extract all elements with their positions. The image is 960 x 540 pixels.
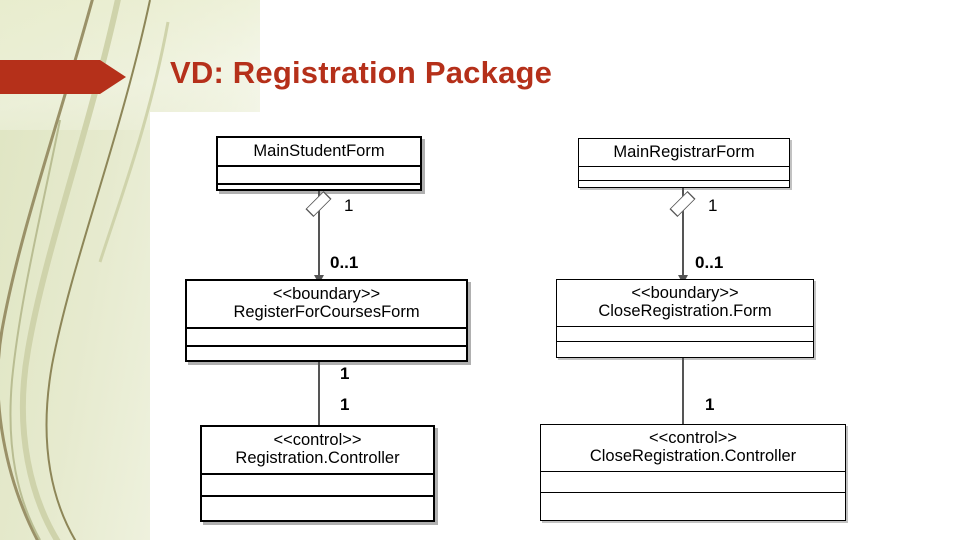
- class-box-register-for-courses-form[interactable]: <<boundary>> RegisterForCoursesForm: [185, 279, 468, 362]
- class-stereotype-boundary: <<boundary>>: [631, 284, 739, 302]
- class-name-text: Registration.Controller: [235, 449, 400, 468]
- class-name-main-registrar-form: MainRegistrarForm: [613, 143, 755, 161]
- class-attributes-compartment: [541, 472, 845, 492]
- class-name-close-registration-form: <<boundary>> CloseRegistration.Form: [557, 280, 813, 326]
- multiplicity-right-b-source: 1: [705, 395, 715, 414]
- class-operations-compartment: [557, 342, 813, 356]
- class-separator: [218, 183, 420, 186]
- class-separator: [218, 165, 420, 168]
- class-attributes-compartment: [187, 329, 466, 345]
- association-line-left-b: [318, 362, 320, 427]
- multiplicity-left-a-source: 1: [344, 196, 354, 215]
- class-box-main-registrar-form[interactable]: MainRegistrarForm: [578, 138, 790, 188]
- class-operations-compartment: [541, 493, 845, 513]
- class-separator: [202, 494, 433, 497]
- multiplicity-right-a-source: 1: [708, 196, 718, 215]
- class-operations-compartment: [202, 497, 433, 517]
- association-line-right-a: [682, 188, 684, 283]
- red-arrow-bullet-icon: [0, 60, 126, 94]
- class-separator: [579, 180, 789, 182]
- uml-class-diagram: MainStudentForm 1 0..1 <<boundary>> Regi…: [150, 112, 890, 540]
- class-separator: [557, 340, 813, 342]
- class-separator: [541, 491, 845, 493]
- association-line-right-b: [682, 358, 684, 425]
- class-name-text: CloseRegistration.Form: [598, 302, 772, 321]
- class-operations-compartment: [187, 347, 466, 363]
- class-name-register-for-courses-form: <<boundary>> RegisterForCoursesForm: [187, 281, 466, 327]
- class-attributes-compartment: [579, 167, 789, 180]
- association-line-left-a: [318, 191, 320, 283]
- multiplicity-left-b-source: 1: [340, 364, 350, 383]
- class-stereotype-control: <<control>>: [648, 429, 738, 447]
- class-box-close-registration-form[interactable]: <<boundary>> CloseRegistration.Form: [556, 279, 814, 358]
- class-separator: [557, 325, 813, 327]
- class-attributes-compartment: [557, 327, 813, 341]
- class-name-registration-controller: <<control>> Registration.Controller: [202, 427, 433, 473]
- multiplicity-left-b-target: 1: [340, 395, 350, 414]
- page-title: VD: Registration Package: [170, 55, 553, 90]
- class-attributes-compartment: [202, 475, 433, 495]
- class-name-text: RegisterForCoursesForm: [233, 303, 420, 322]
- multiplicity-right-a-target: 0..1: [695, 253, 724, 272]
- class-stereotype-boundary: <<boundary>>: [272, 285, 381, 303]
- class-box-registration-controller[interactable]: <<control>> Registration.Controller: [200, 425, 435, 522]
- class-separator: [187, 326, 466, 329]
- class-name-close-registration-controller: <<control>> CloseRegistration.Controller: [541, 425, 845, 471]
- multiplicity-left-a-target: 0..1: [330, 253, 359, 272]
- class-separator: [579, 166, 789, 168]
- class-name-main-student-form: MainStudentForm: [253, 142, 385, 160]
- class-name-text: CloseRegistration.Controller: [589, 447, 797, 466]
- class-box-close-registration-controller[interactable]: <<control>> CloseRegistration.Controller: [540, 424, 846, 521]
- class-separator: [541, 470, 845, 472]
- class-stereotype-control: <<control>>: [273, 431, 362, 449]
- class-attributes-compartment: [218, 167, 420, 183]
- class-separator: [187, 344, 466, 347]
- class-operations-compartment: [579, 181, 789, 194]
- class-box-main-student-form[interactable]: MainStudentForm: [216, 136, 422, 191]
- class-separator: [202, 472, 433, 475]
